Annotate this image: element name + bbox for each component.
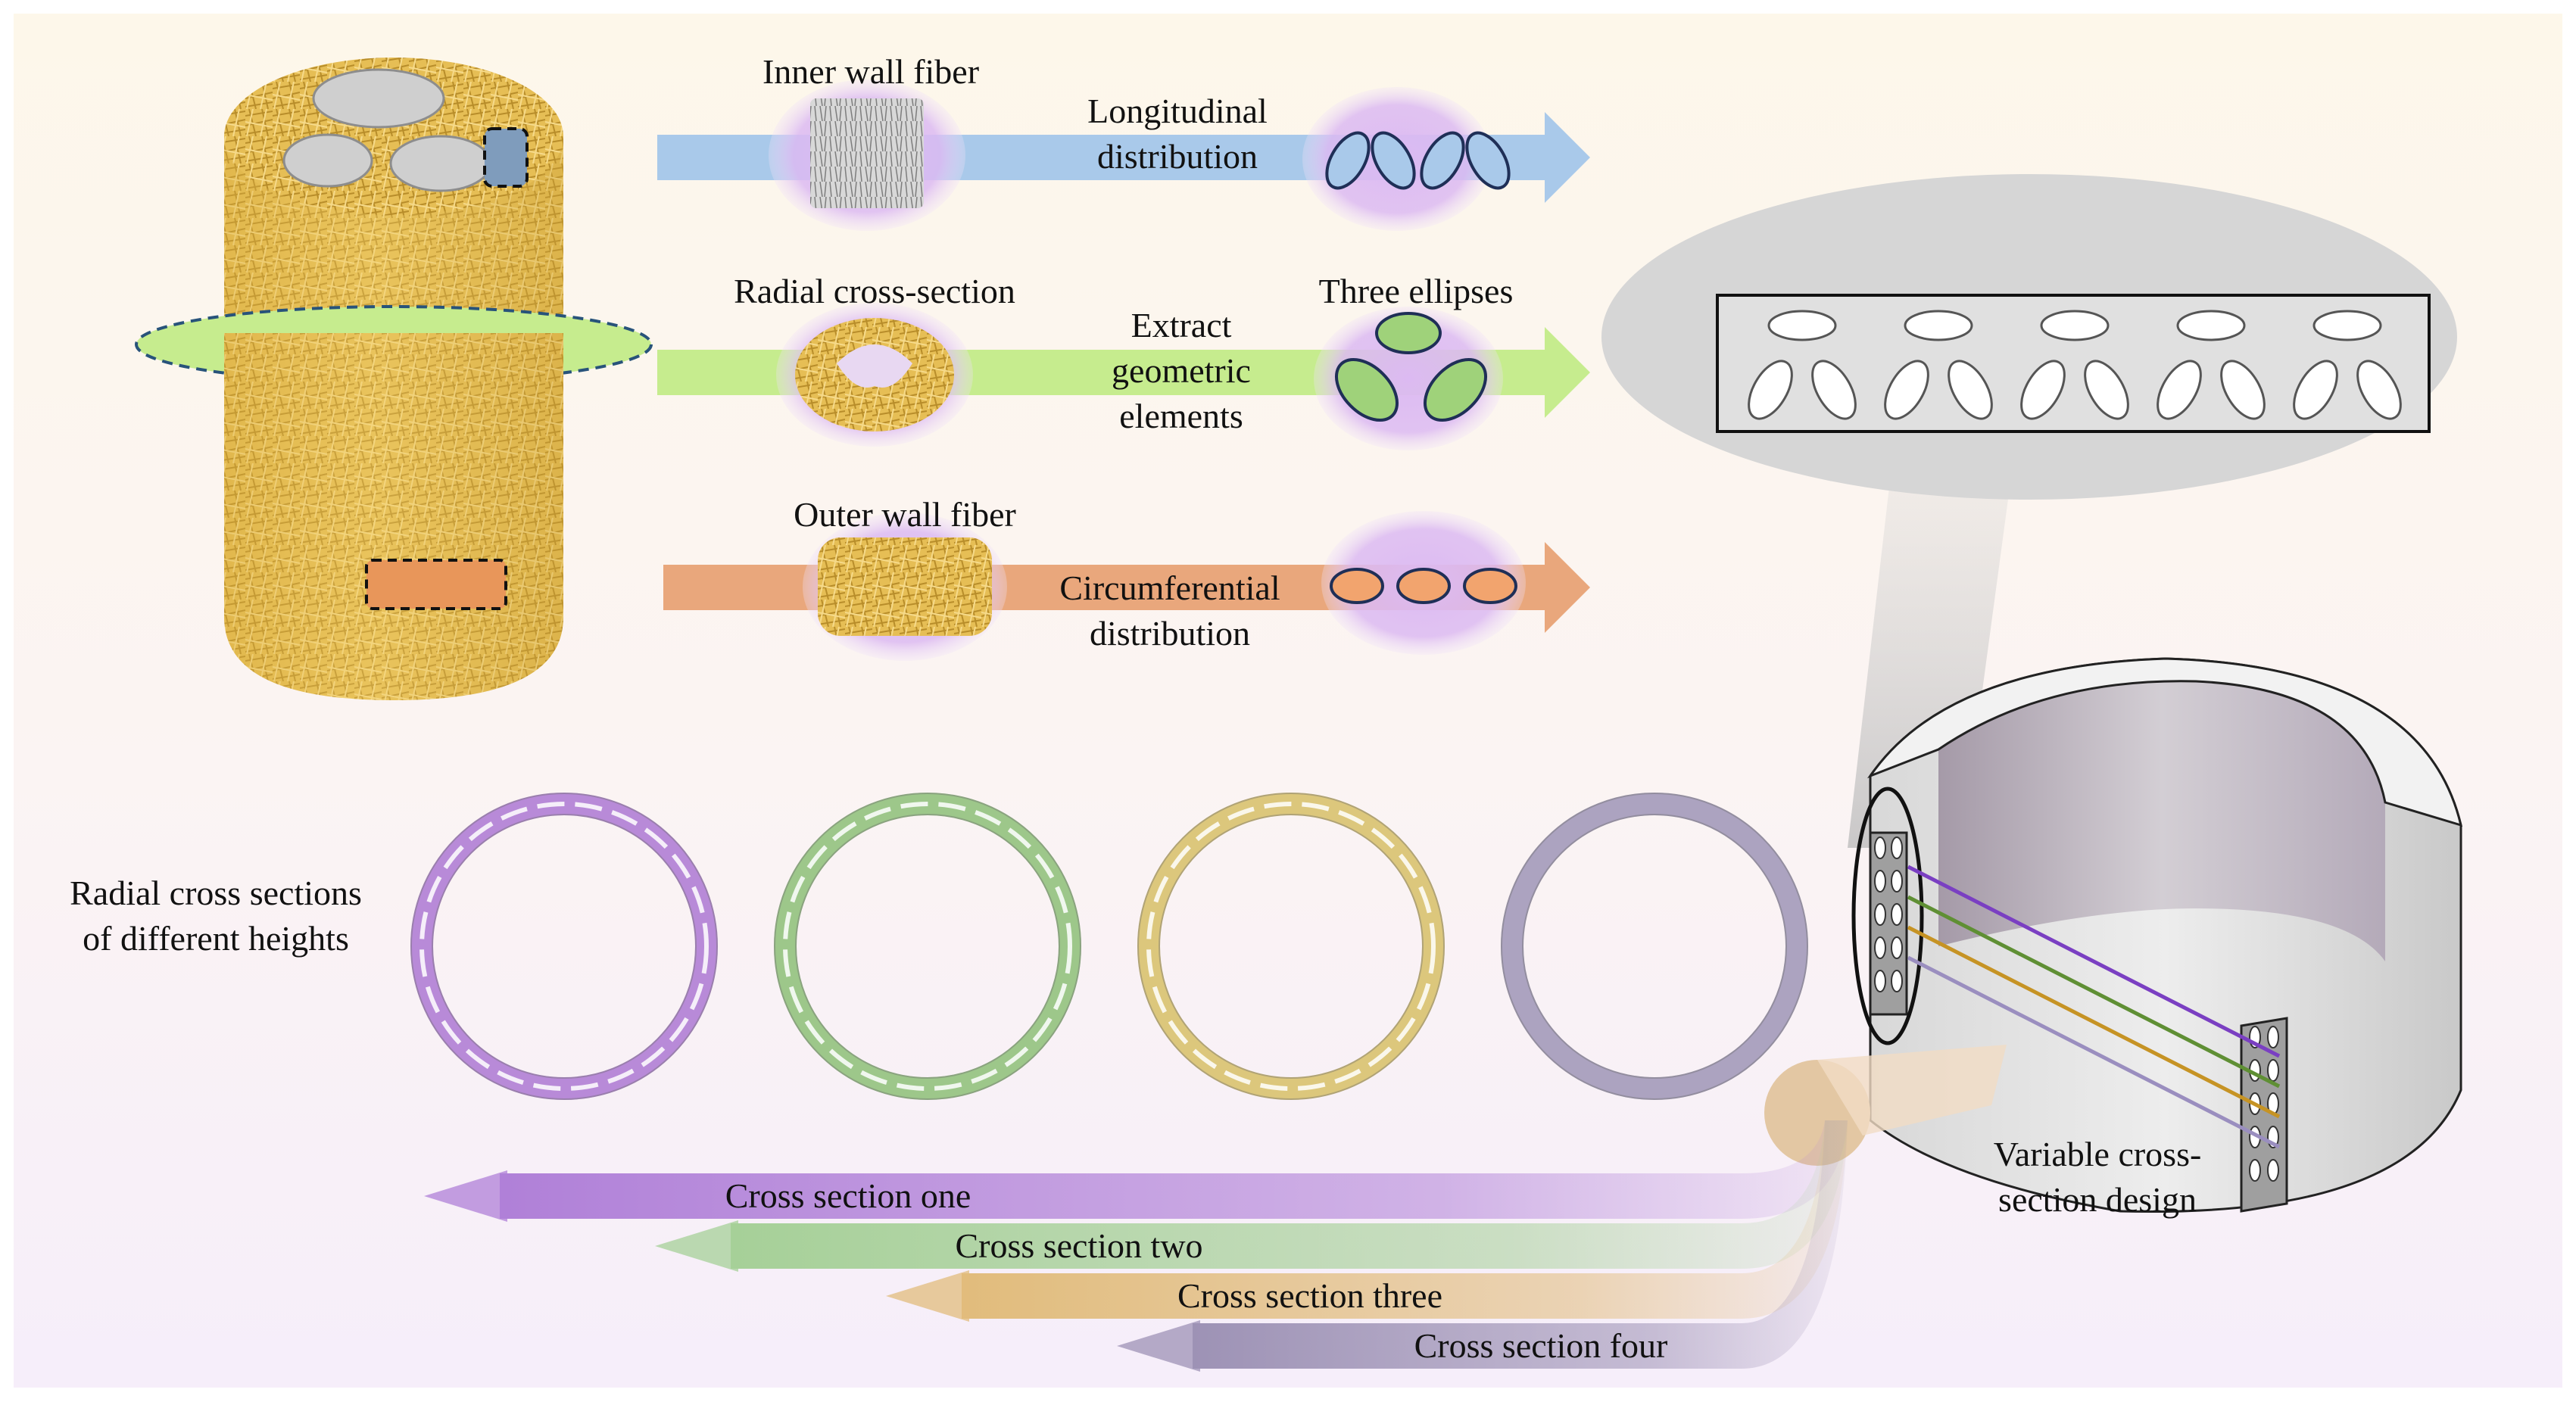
panel-hole-top	[1767, 310, 1837, 341]
scaffold-lumen-c	[389, 135, 492, 192]
extract-label-line-1: Extract	[1131, 306, 1232, 344]
panel-hole-top	[2040, 310, 2110, 341]
three-ellipse-right	[1423, 357, 1488, 422]
long-ellipse-3	[1420, 131, 1465, 190]
section-ring-2	[774, 793, 1081, 1100]
section-link-4	[1907, 955, 2281, 1149]
face-hole	[2249, 1159, 2261, 1182]
radial-sections-label-line-1: Radial cross sections	[70, 874, 362, 912]
panel-hole-left	[1884, 360, 1929, 420]
panel-hole-left	[2020, 360, 2066, 420]
extract-label-line-2: geometric	[1112, 351, 1251, 390]
face-hole	[1874, 970, 1886, 992]
circumferential-ellipses	[1330, 568, 1517, 604]
longitudinal-label-line-1: Longitudinal	[1087, 92, 1268, 130]
cross-section-arrow-2: Cross section two	[655, 1120, 1848, 1272]
section-link-2	[1907, 895, 2281, 1089]
cross-section-arrow-label: Cross section three	[1177, 1276, 1442, 1315]
scaffold-lumen-a	[312, 68, 445, 129]
face-hole	[2267, 1026, 2279, 1048]
fiber-row-2: Radial cross-section Extract geometric e…	[657, 272, 1590, 450]
face-hole	[2267, 1159, 2279, 1182]
outer-wall-fiber-label: Outer wall fiber	[794, 495, 1016, 534]
outer-wall-marker	[365, 559, 507, 610]
inner-wall-marker	[483, 127, 529, 188]
panel-hole-top	[2312, 310, 2382, 341]
face-hole	[1891, 970, 1903, 992]
three-ellipses-label: Three ellipses	[1319, 272, 1514, 310]
panel-hole-top	[2176, 310, 2246, 341]
cross-section-arrow-label: Cross section one	[725, 1176, 971, 1215]
face-hole	[1891, 836, 1903, 859]
circ-ellipse-1	[1330, 568, 1384, 604]
extract-label-line-3: elements	[1119, 397, 1243, 435]
face-hole	[2267, 1059, 2279, 1082]
ring-top-rim	[1867, 657, 2463, 827]
longitudinal-ellipses	[1325, 131, 1511, 190]
panel-hole-right	[1948, 360, 1993, 420]
scaffold-lumen-b	[282, 133, 373, 188]
section-ring-4	[1501, 793, 1808, 1100]
face-hole	[1874, 936, 1886, 959]
fiber-row-3: Outer wall fiber Circumferential distrib…	[663, 495, 1590, 661]
longitudinal-label-line-2: distribution	[1097, 137, 1258, 176]
ring-selection-outline	[1851, 787, 1924, 1045]
section-link-1	[1907, 864, 2281, 1058]
three-ellipse-top	[1375, 312, 1442, 354]
circ-ellipse-2	[1396, 568, 1451, 604]
face-hole	[1874, 903, 1886, 926]
cross-section-arrow-label: Cross section four	[1414, 1326, 1668, 1365]
ring-model: Variable cross- section design	[1851, 657, 2463, 1219]
long-ellipse-4	[1465, 131, 1511, 190]
long-ellipse-1	[1325, 131, 1371, 190]
radial-sections: Radial cross sections of different heigh…	[70, 793, 1808, 1100]
panel-hole-right	[2356, 360, 2402, 420]
cross-section-arrow-1: Cross section one	[424, 1120, 1848, 1222]
flow-origin-tail	[1817, 1045, 2007, 1136]
inner-wall-fiber-image	[810, 98, 924, 208]
zoom-callout	[1601, 174, 2457, 848]
section-ring-3	[1137, 793, 1445, 1100]
ring-inner-wall	[1938, 681, 2385, 961]
cross-section-links	[1874, 836, 2281, 1182]
panel-hole-right	[1811, 360, 1857, 420]
panel-hole-right	[2220, 360, 2266, 420]
long-ellipse-2	[1371, 131, 1416, 190]
variable-design-label-line-2: section design	[1998, 1180, 2197, 1219]
panel-hole-top	[1904, 310, 1973, 341]
panel-hole-left	[2157, 360, 2202, 420]
face-hole	[1891, 936, 1903, 959]
circ-ellipse-3	[1463, 568, 1517, 604]
cross-section-arrow-4: Cross section four	[1117, 1120, 1848, 1372]
three-ellipse-left	[1334, 357, 1399, 422]
inner-wall-fiber-label: Inner wall fiber	[763, 52, 979, 91]
face-hole	[1891, 903, 1903, 926]
cross-section-arrow-3: Cross section three	[886, 1120, 1848, 1322]
fiber-row-1: Inner wall fiber Longitudinal distributi…	[657, 52, 1590, 231]
section-rings	[410, 793, 1808, 1100]
panel-hole-right	[2084, 360, 2129, 420]
panel-holes	[1748, 310, 2402, 420]
circumferential-label-line-2: distribution	[1090, 614, 1250, 653]
outer-wall-fiber-image	[818, 537, 992, 636]
section-ring-1	[410, 793, 718, 1100]
radial-cross-section-label: Radial cross-section	[734, 272, 1015, 310]
circumferential-label-line-1: Circumferential	[1059, 569, 1280, 607]
fiber-scaffold	[224, 58, 563, 700]
face-hole	[1891, 870, 1903, 893]
face-hole	[1874, 836, 1886, 859]
section-link-3	[1907, 925, 2281, 1119]
panel-hole-left	[2293, 360, 2338, 420]
face-hole	[1874, 870, 1886, 893]
three-ellipses	[1334, 312, 1488, 422]
panel-hole-left	[1748, 360, 1793, 420]
radial-sections-label-line-2: of different heights	[83, 919, 349, 958]
variable-design-label-line-1: Variable cross-	[1994, 1135, 2202, 1173]
cross-section-arrow-label: Cross section two	[955, 1226, 1202, 1265]
